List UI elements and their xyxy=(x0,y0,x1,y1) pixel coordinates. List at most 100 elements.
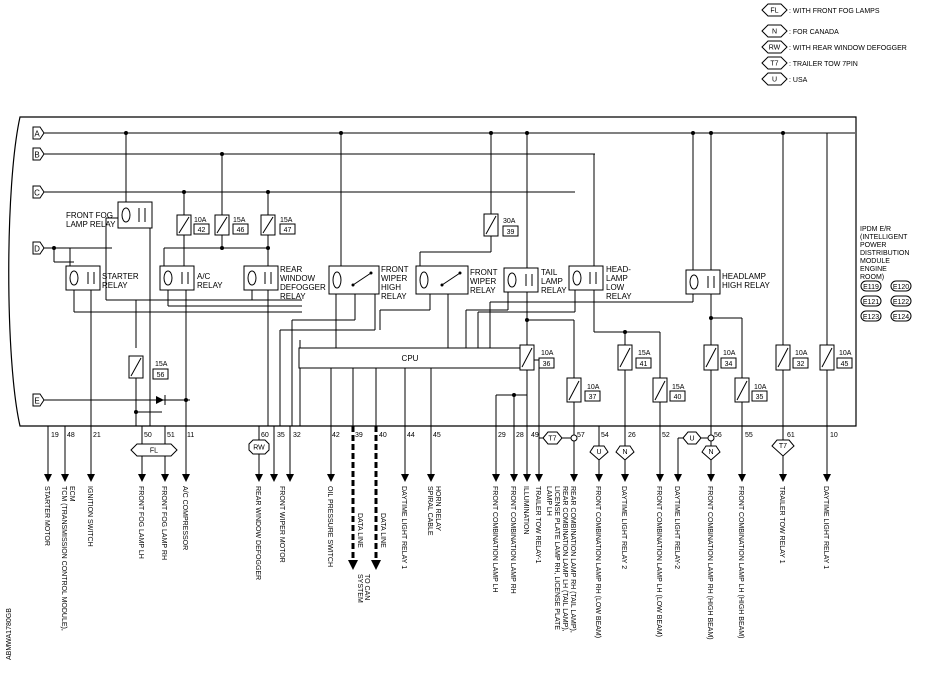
legend-text: : WITH FRONT FOG LAMPS xyxy=(789,8,880,15)
fuse-number-box xyxy=(751,390,768,402)
terminal-number: 61 xyxy=(787,432,795,439)
module-label-line: DISTRIBUTION xyxy=(860,250,909,257)
relay-label: LAMP xyxy=(541,277,563,286)
option-tag xyxy=(771,439,795,457)
bus-label: B xyxy=(34,151,39,160)
option-tag xyxy=(615,445,635,461)
fuse-34: 10A 34 xyxy=(703,344,737,371)
connector-label: E120 xyxy=(893,284,909,291)
output-label: REAR COMBINATION LAMP LH (TAIL LAMP), xyxy=(561,486,568,632)
relay-label: HEADLAMP xyxy=(722,272,766,281)
module-label-line: ENGINE xyxy=(860,266,887,273)
connector-badge xyxy=(860,310,882,322)
relay-label: HIGH RELAY xyxy=(722,281,771,290)
bus-marker xyxy=(32,185,45,199)
option-tag xyxy=(248,439,270,455)
fuse-number: 36 xyxy=(543,361,551,368)
output-label: FRONT COMBINATION LAMP RH (HIGH BEAM) xyxy=(706,486,713,640)
output-label: FRONT COMBINATION LAMP LH xyxy=(491,486,498,593)
fuse-number: 35 xyxy=(756,394,764,401)
relay-rear-defogger: REAR WINDOW DEFOGGER RELAY xyxy=(243,265,326,301)
relay-label: RELAY xyxy=(280,292,306,301)
figure-id: ABMWA1780GB xyxy=(6,608,13,660)
fuse-rating: 10A xyxy=(795,350,808,357)
option-tags: FL RW T7 U N U N T7 xyxy=(130,431,795,461)
fuse-number: 39 xyxy=(507,229,515,236)
ipdm-outline xyxy=(8,116,857,427)
legend-item: T7 : TRAILER TOW 7PIN xyxy=(761,56,858,70)
terminal-number: 48 xyxy=(67,432,75,439)
relay-headlamp-low: HEAD- LAMP LOW RELAY xyxy=(568,265,632,301)
fuse-rating: 10A xyxy=(754,384,767,391)
output-label: FRONT COMBINATION LAMP RH xyxy=(509,486,516,594)
fuse-number-box xyxy=(538,357,555,369)
output-label: LAMP LH xyxy=(545,486,552,516)
output-label: REAR WINDOW DEFOGGER xyxy=(254,486,261,580)
fuse-number-box xyxy=(720,357,737,369)
fuse-46: 15A 46 xyxy=(214,214,249,236)
option-tag xyxy=(542,431,563,445)
connector-label: E124 xyxy=(893,314,909,321)
terminal-number: 60 xyxy=(261,432,269,439)
output-label: DATA LINE xyxy=(356,513,363,548)
module-label: IPDM E/R (INTELLIGENT POWER DISTRIBUTION… xyxy=(860,226,912,322)
fuse-37: 10A 37 xyxy=(566,377,601,403)
output-label: FRONT FOG LAMP RH xyxy=(160,486,167,560)
legend-text: : WITH REAR WINDOW DEFOGGER xyxy=(789,45,907,52)
module-label-line: POWER xyxy=(860,242,886,249)
relay-label: WINDOW xyxy=(280,274,316,283)
relay-label: RELAY xyxy=(197,281,223,290)
connector-label: E121 xyxy=(863,299,879,306)
bus-label: C xyxy=(34,189,40,198)
fuse-rating: 15A xyxy=(638,350,651,357)
legend-code: FL xyxy=(770,8,778,15)
fuse-number: 42 xyxy=(198,227,206,234)
terminal-number: 51 xyxy=(167,432,175,439)
relay-front-fog: FRONT FOG LAMP RELAY xyxy=(66,201,153,229)
fuse-number-box xyxy=(502,225,519,237)
fuse-47: 15A 47 xyxy=(260,214,296,236)
terminal-number: 45 xyxy=(433,432,441,439)
module-label-line: ROOM) xyxy=(860,274,884,281)
fuse-rating: 10A xyxy=(839,350,852,357)
fuse-rating: 15A xyxy=(672,384,685,391)
fuse-rating: 30A xyxy=(503,218,516,225)
output-label: OIL PRESSURE SWITCH xyxy=(326,486,333,567)
output-label: HORN RELAY xyxy=(434,486,441,531)
module-label-line: MODULE xyxy=(860,258,890,265)
option-tag-label: FL xyxy=(150,448,158,455)
terminal-number: 32 xyxy=(293,432,301,439)
connector-badge xyxy=(860,295,882,307)
fuse-rating: 15A xyxy=(233,217,246,224)
fuse-rating: 10A xyxy=(541,350,554,357)
output-label: TCM (TRANSMISSION CONTROL MODULE), xyxy=(60,486,67,631)
terminal-number: 52 xyxy=(662,432,670,439)
fuse-number: 47 xyxy=(284,227,292,234)
terminal-number: 54 xyxy=(601,432,609,439)
option-tag xyxy=(682,431,702,445)
fuse-number-box xyxy=(152,368,169,380)
output-label: FRONT WIPER MOTOR xyxy=(278,486,285,563)
relay-label: STARTER xyxy=(102,272,139,281)
relay-label: WIPER xyxy=(470,277,496,286)
module-label-line: IPDM E/R xyxy=(860,226,891,233)
fuse-number: 37 xyxy=(589,394,597,401)
legend-item: U : USA xyxy=(761,72,808,86)
connector-label: E123 xyxy=(863,314,879,321)
relay-label: RELAY xyxy=(606,292,632,301)
output-label: SYSTEM xyxy=(356,574,363,603)
terminal-number: 56 xyxy=(714,432,722,439)
terminal-number: 39 xyxy=(355,432,363,439)
option-tag xyxy=(130,443,178,457)
connector-badge xyxy=(860,280,882,292)
fuse-36: 10A 36 xyxy=(519,344,555,371)
legend-item: FL : WITH FRONT FOG LAMPS xyxy=(761,3,880,17)
relay-label: RELAY xyxy=(381,292,407,301)
bus-marker xyxy=(32,126,45,140)
relay-ac: A/C RELAY xyxy=(159,265,223,291)
output-label: ECM xyxy=(68,486,75,502)
fuse-number: 32 xyxy=(797,361,805,368)
relay-label: LAMP RELAY xyxy=(66,220,116,229)
fuse-32: 10A 32 xyxy=(775,344,809,371)
